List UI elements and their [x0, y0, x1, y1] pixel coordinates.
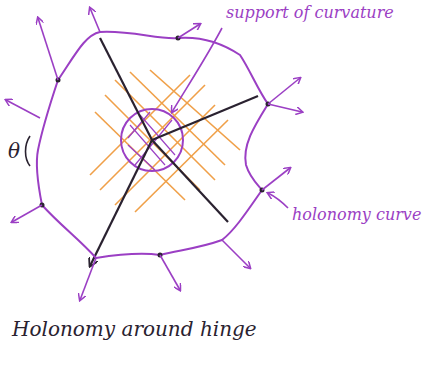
leader-line [172, 28, 222, 112]
annotation: support of curvature [226, 4, 394, 22]
angle-symbol: θ [8, 140, 20, 162]
curvature-hatching [90, 70, 240, 212]
normal-arrows [6, 8, 302, 300]
angle-arc [26, 136, 31, 166]
holonomy-curve [37, 32, 268, 258]
caption: Holonomy around hinge [12, 318, 257, 340]
hinge-edges [90, 38, 258, 266]
annotation: holonomy curve [292, 206, 421, 224]
curve-vertices [40, 36, 271, 258]
leader-line [268, 193, 288, 208]
